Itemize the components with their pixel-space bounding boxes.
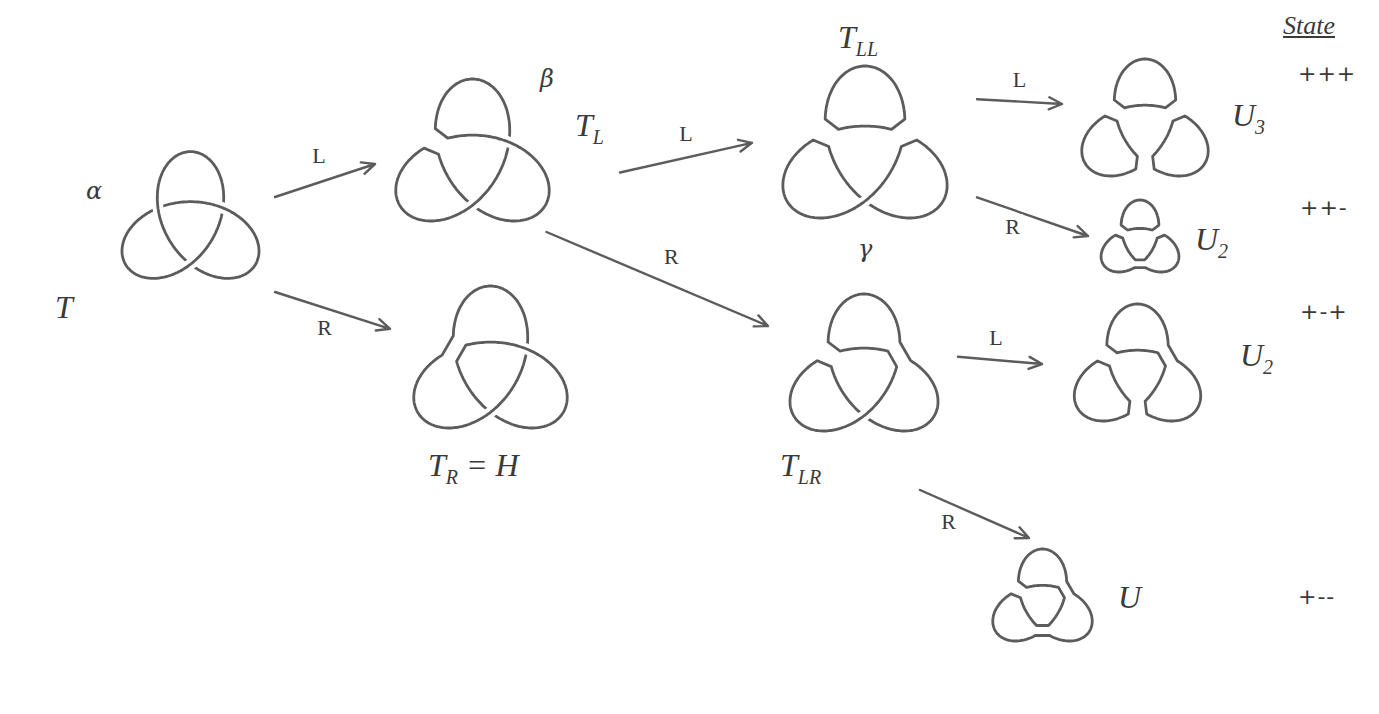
arrow-connector bbox=[977, 197, 1088, 237]
crossing-gap bbox=[517, 346, 537, 354]
knot-drawing bbox=[790, 294, 938, 431]
knot-strand bbox=[993, 549, 1092, 641]
knot-strand bbox=[790, 294, 938, 431]
crossing-label: γ bbox=[858, 236, 872, 262]
state-sequence: +-- bbox=[1298, 585, 1335, 609]
knot-drawing bbox=[414, 286, 567, 428]
knot-name: U2 bbox=[1195, 222, 1228, 257]
knot-strand bbox=[1107, 304, 1201, 421]
knot-strand bbox=[825, 66, 905, 129]
knot-name: T bbox=[55, 290, 73, 325]
knot-figure-box: T bbox=[45, 140, 275, 330]
subscript: LL bbox=[856, 38, 878, 60]
crossing-gap bbox=[463, 199, 480, 212]
over-strand bbox=[463, 199, 480, 212]
knot-drawing bbox=[783, 66, 947, 218]
knot-name: U3 bbox=[1232, 98, 1265, 133]
knot-strand bbox=[1101, 235, 1179, 272]
knot-drawing bbox=[122, 152, 259, 279]
knot-strand bbox=[457, 342, 568, 428]
over-strand bbox=[499, 139, 519, 147]
knot-name: TR = H bbox=[428, 448, 519, 483]
knot-figure-box: U2 bbox=[1042, 295, 1292, 433]
edge-label: L bbox=[309, 143, 328, 169]
crossing-gap bbox=[855, 194, 874, 208]
arrow-connector bbox=[920, 490, 1029, 538]
state-sequence: ++- bbox=[1300, 196, 1348, 220]
crossing-gap bbox=[855, 409, 872, 422]
knot-strand bbox=[122, 152, 259, 279]
knot-figure-box: TR = H bbox=[390, 275, 595, 490]
knot-strand bbox=[396, 79, 549, 221]
knot-drawing bbox=[1074, 304, 1200, 421]
over-strand bbox=[481, 406, 498, 419]
edge-label: R bbox=[1002, 214, 1023, 240]
subscript: 2 bbox=[1263, 356, 1273, 378]
knot-drawing bbox=[1082, 59, 1208, 176]
over-strand bbox=[517, 346, 537, 354]
arrow-connector bbox=[977, 97, 1062, 109]
column-heading: State bbox=[1283, 12, 1335, 41]
subscript: 3 bbox=[1255, 116, 1265, 138]
over-strand bbox=[214, 205, 232, 213]
knot-drawing bbox=[396, 79, 549, 221]
edge-label: R bbox=[938, 509, 959, 535]
crossing-gap bbox=[157, 198, 159, 217]
edge-label: L bbox=[1010, 67, 1029, 93]
knot-drawing bbox=[993, 549, 1092, 641]
crossing-label: α bbox=[86, 178, 102, 204]
knot-strand bbox=[414, 286, 528, 428]
arrow-connector bbox=[958, 357, 1042, 369]
subscript: 2 bbox=[1218, 240, 1228, 262]
state-sequence: +++ bbox=[1298, 62, 1356, 86]
knot-strand bbox=[1082, 116, 1138, 176]
over-strand bbox=[855, 409, 872, 422]
over-strand bbox=[855, 194, 874, 208]
subscript: L bbox=[593, 126, 604, 148]
state-sequence: +-+ bbox=[1300, 300, 1348, 324]
knot-figure-box: U3 bbox=[1062, 48, 1292, 188]
over-strand bbox=[157, 198, 159, 217]
edge-label: R bbox=[661, 244, 682, 270]
crossing-gap bbox=[499, 139, 519, 147]
knot-figure-box: TLL bbox=[752, 12, 977, 230]
edge-label: L bbox=[986, 325, 1005, 351]
knot-figure-box: TL bbox=[375, 62, 620, 232]
knot-name: U2 bbox=[1240, 338, 1273, 373]
crossing-gap bbox=[214, 205, 232, 213]
crossing-label: β bbox=[540, 66, 554, 92]
over-strand bbox=[182, 258, 197, 270]
knot-figure-box: U2 bbox=[1088, 190, 1248, 282]
knot-name: TL bbox=[575, 108, 604, 143]
knot-name: U bbox=[1118, 580, 1141, 615]
knot-strand bbox=[1114, 59, 1175, 108]
knot-name: TLR bbox=[780, 448, 821, 483]
knot-strand bbox=[783, 140, 947, 218]
knot-name: TLL bbox=[838, 20, 878, 55]
arrow-connector bbox=[547, 232, 769, 326]
crossing-gap bbox=[481, 406, 498, 419]
knot-drawing bbox=[1101, 200, 1179, 272]
subscript: LR bbox=[798, 466, 821, 488]
edge-label: L bbox=[676, 121, 695, 147]
knot-figure-box: TLR bbox=[768, 285, 958, 490]
edge-label: R bbox=[314, 315, 335, 341]
knot-strand bbox=[1153, 116, 1209, 176]
crossing-gap bbox=[182, 258, 197, 270]
knot-figure-box: U bbox=[972, 538, 1162, 653]
knot-strand bbox=[1121, 200, 1159, 230]
knot-strand bbox=[1074, 361, 1130, 421]
subscript: R bbox=[446, 466, 458, 488]
